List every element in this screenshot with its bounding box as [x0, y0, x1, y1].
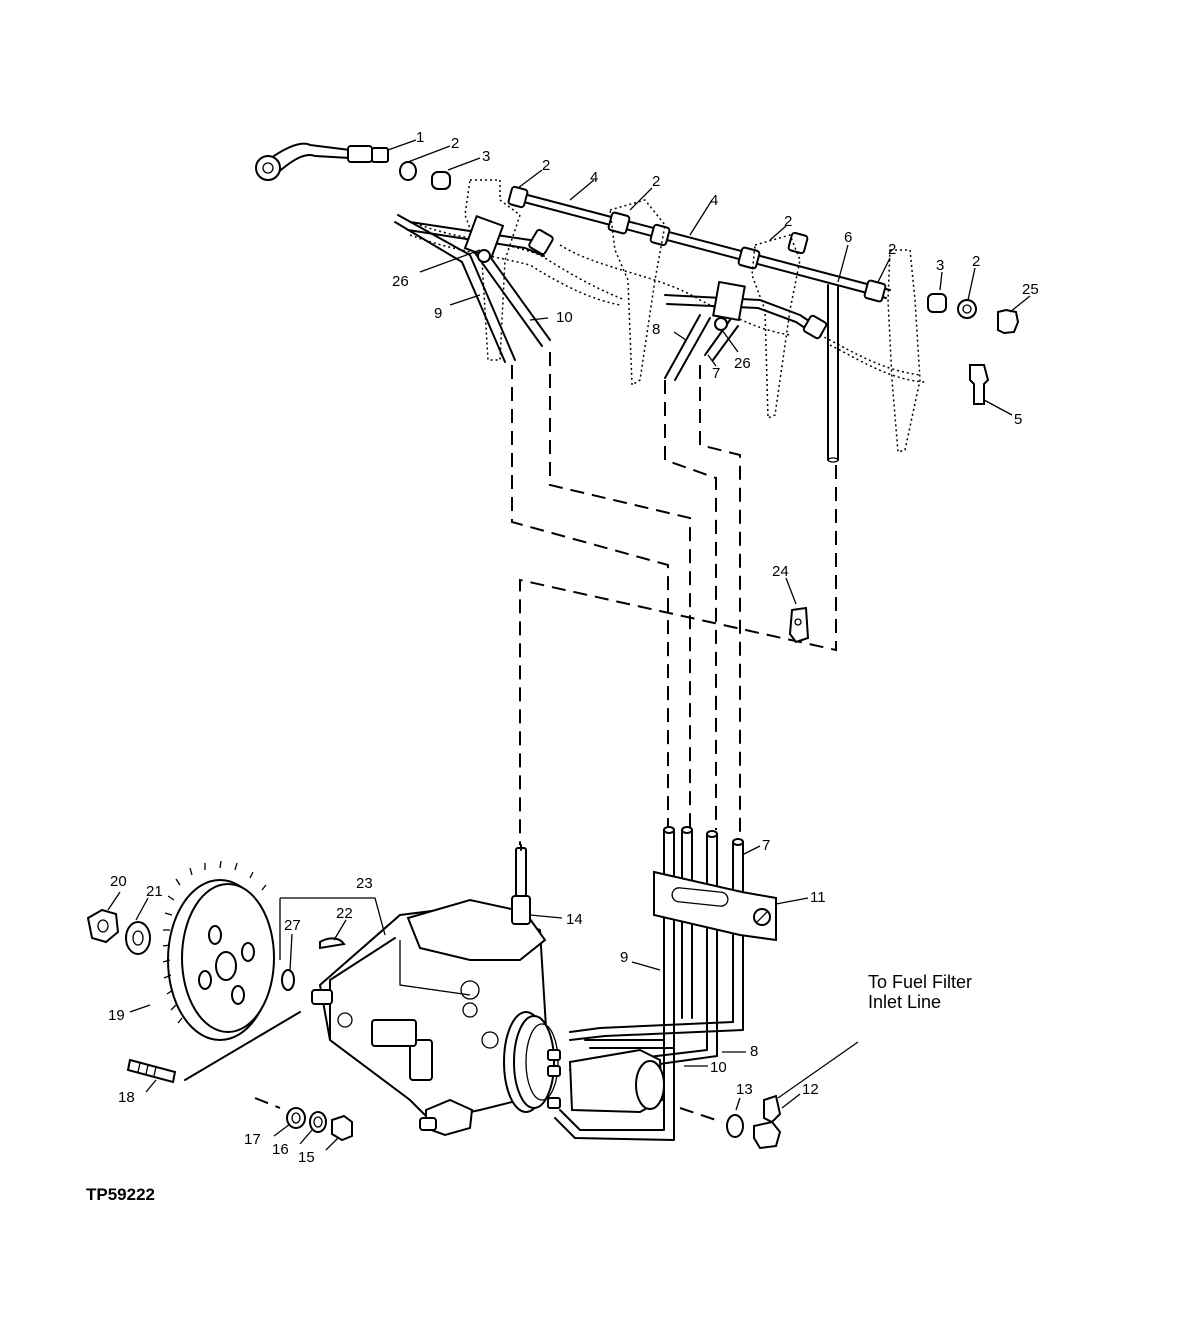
fitting-2-washer	[399, 161, 417, 181]
o-ring-27	[281, 969, 295, 991]
elbow-12	[753, 1041, 859, 1150]
callout-6: 6	[844, 229, 852, 246]
callout-10: 10	[710, 1059, 727, 1076]
callout-8: 8	[652, 321, 660, 338]
callout-1: 1	[416, 129, 424, 146]
callout-19: 19	[108, 1007, 125, 1024]
clip-24	[788, 606, 810, 644]
injector-4	[887, 249, 921, 453]
callout-27: 27	[284, 917, 301, 934]
callout-2: 2	[652, 173, 660, 190]
o-ring-13	[726, 1114, 744, 1138]
callout-23: 23	[356, 875, 373, 892]
callout-16: 16	[272, 1141, 289, 1158]
injector-1	[464, 179, 521, 361]
callout-15: 15	[298, 1149, 315, 1166]
callout-3: 3	[482, 148, 490, 165]
callout-10: 10	[556, 309, 573, 326]
callout-2: 2	[542, 157, 550, 174]
figure-id: TP59222	[86, 1185, 155, 1204]
callout-21: 21	[146, 883, 163, 900]
routing-dashed-lines	[254, 352, 837, 1123]
callout-7: 7	[712, 365, 720, 382]
callout-3: 3	[936, 257, 944, 274]
nut-20	[86, 908, 120, 944]
callout-26: 26	[734, 355, 751, 372]
callout-12: 12	[802, 1081, 819, 1098]
callout-22: 22	[336, 905, 353, 922]
inlet-hose-assembly	[255, 142, 389, 181]
callout-24: 24	[772, 563, 789, 580]
drive-gear-19	[162, 860, 275, 1041]
callout-5: 5	[1014, 411, 1022, 428]
callout-2: 2	[451, 135, 459, 152]
callout-4: 4	[590, 169, 598, 186]
key-22	[319, 937, 346, 950]
injector-2	[609, 199, 666, 387]
callout-4: 4	[710, 192, 718, 209]
callout-2: 2	[888, 241, 896, 258]
note-line-1: To Fuel Filter	[868, 972, 972, 992]
washer-21	[125, 921, 151, 955]
leak-off-lines-7-8-upper	[664, 280, 828, 381]
callout-11: 11	[810, 889, 826, 906]
callout-8: 8	[750, 1043, 758, 1060]
callout-9: 9	[434, 305, 442, 322]
callout-26: 26	[392, 273, 409, 290]
callout-2: 2	[784, 213, 792, 230]
leak-off-rail	[507, 185, 891, 463]
callout-13: 13	[736, 1081, 753, 1098]
injector-3	[751, 234, 801, 420]
callout-labels: 1 2 3 2 4 2 4 2 6 2 3 2 25 26 9 10 8 7 2…	[108, 129, 1039, 1166]
callout-7: 7	[762, 837, 770, 854]
callout-leaders	[107, 139, 1031, 1151]
hardware-17-16-15	[286, 1107, 353, 1142]
callout-9: 9	[620, 949, 628, 966]
note-line-2: Inlet Line	[868, 992, 941, 1012]
callout-25: 25	[1022, 281, 1039, 298]
callout-14: 14	[566, 911, 583, 928]
stud-18	[126, 1011, 301, 1084]
injection-pump	[318, 847, 665, 1137]
callout-20: 20	[110, 873, 127, 890]
fitting-3-nut	[431, 171, 451, 190]
bracket-11	[653, 870, 777, 942]
end-fittings-right	[927, 293, 1020, 405]
callout-17: 17	[244, 1131, 261, 1148]
leak-off-lines-9-10-upper	[394, 214, 554, 363]
callout-2: 2	[972, 253, 980, 270]
callout-18: 18	[118, 1089, 135, 1106]
